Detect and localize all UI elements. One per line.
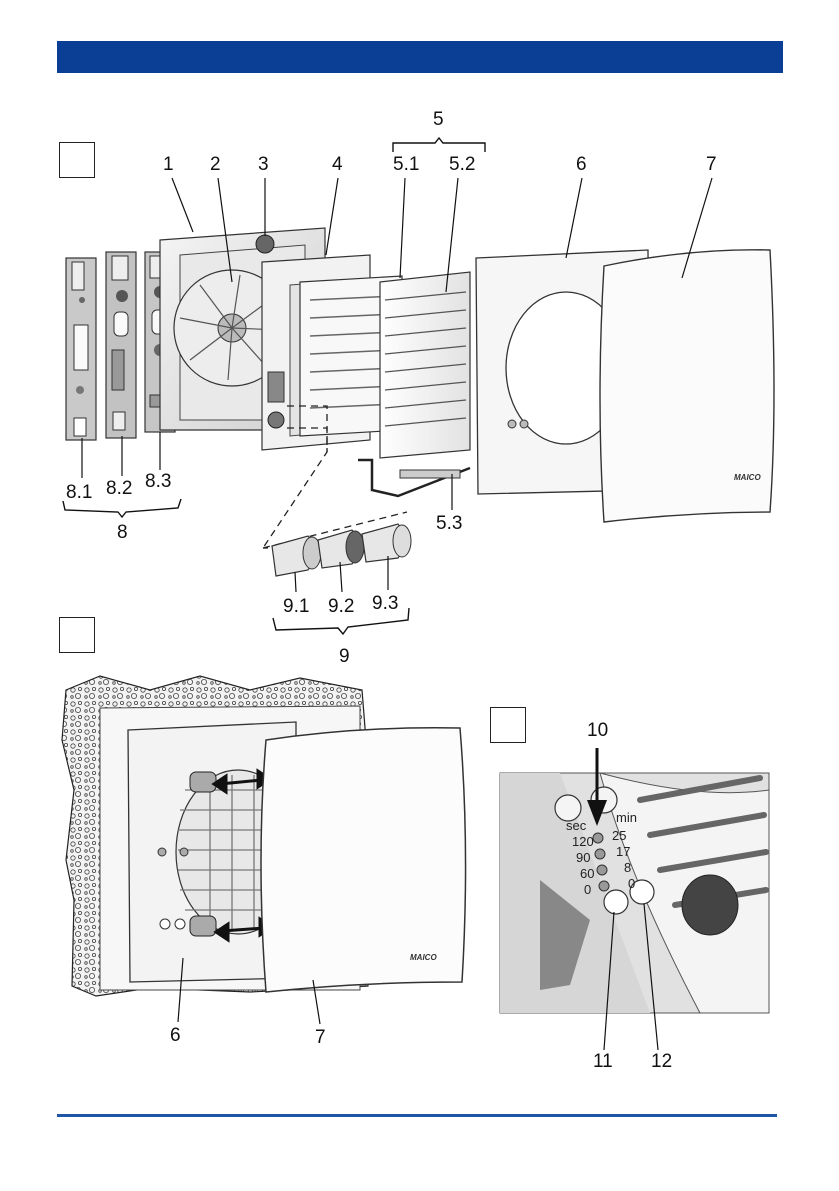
min-value-3: 0 xyxy=(628,876,635,891)
mounted-front-cover: MAICO xyxy=(261,728,466,992)
brand-logo-exploded: MAICO xyxy=(734,473,761,482)
label-1: 1 xyxy=(163,155,174,174)
circuit-board-8-1 xyxy=(66,258,96,440)
sec-unit-label: sec xyxy=(566,818,587,833)
adapter-9-2 xyxy=(318,530,364,568)
adapter-9-3 xyxy=(362,524,411,562)
label-5-2: 5.2 xyxy=(449,155,475,174)
label-8-2: 8.2 xyxy=(106,479,132,498)
min-value-1: 17 xyxy=(616,844,630,859)
label-fig2-7: 7 xyxy=(315,1028,326,1047)
cable-5-3 xyxy=(358,460,470,496)
label-8: 8 xyxy=(117,523,128,542)
label-fig2-6: 6 xyxy=(170,1026,181,1045)
min-value-0: 25 xyxy=(612,828,626,843)
motor-element-3 xyxy=(256,235,274,253)
label-5-1: 5.1 xyxy=(393,155,419,174)
adapter-9-1 xyxy=(272,536,321,576)
sec-value-3: 0 xyxy=(584,882,591,897)
footer-rule xyxy=(57,1114,777,1117)
brand-logo-mounted: MAICO xyxy=(410,953,437,962)
sec-value-2: 60 xyxy=(580,866,594,881)
label-8-3: 8.3 xyxy=(145,472,171,491)
label-2: 2 xyxy=(210,155,221,174)
label-10: 10 xyxy=(587,721,608,740)
label-5: 5 xyxy=(433,110,444,129)
label-4: 4 xyxy=(332,155,343,174)
label-11: 11 xyxy=(593,1052,613,1071)
label-9-3: 9.3 xyxy=(372,594,398,613)
label-5-3: 5.3 xyxy=(436,514,462,533)
circuit-board-8-2 xyxy=(106,252,136,438)
sec-value-1: 90 xyxy=(576,850,590,865)
label-9-2: 9.2 xyxy=(328,597,354,616)
label-9-1: 9.1 xyxy=(283,597,309,616)
sec-value-0: 120 xyxy=(572,834,594,849)
label-7: 7 xyxy=(706,155,717,174)
min-value-2: 8 xyxy=(624,860,631,875)
min-unit-label: min xyxy=(616,810,637,825)
label-3: 3 xyxy=(258,155,269,174)
label-8-1: 8.1 xyxy=(66,483,92,502)
label-12: 12 xyxy=(651,1052,672,1071)
label-9: 9 xyxy=(339,647,350,666)
label-6: 6 xyxy=(576,155,587,174)
grille-5-2 xyxy=(380,272,470,458)
front-cover: MAICO xyxy=(600,250,774,522)
